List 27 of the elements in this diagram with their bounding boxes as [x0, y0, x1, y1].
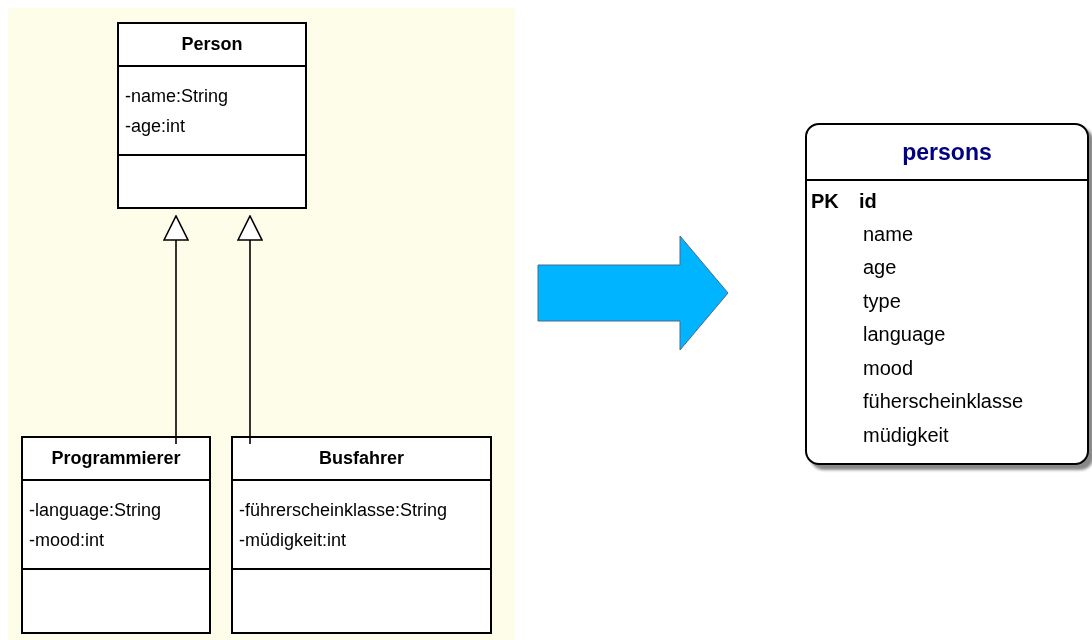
column-name: id: [859, 188, 877, 214]
class-box: [231, 436, 492, 634]
attribute-text: -language:String: [29, 498, 163, 522]
inheritance-arrow: [237, 215, 263, 445]
table-box: [805, 123, 1089, 465]
class-name: Busfahrer: [319, 447, 404, 470]
column-name: name: [863, 221, 914, 247]
block-arrow: [537, 235, 729, 351]
class-name: Person: [181, 33, 243, 56]
column-name: mood: [863, 355, 914, 381]
attribute-text: -führerscheinklasse:String: [239, 498, 449, 522]
inheritance-arrow: [163, 215, 189, 445]
diagram-panel: [8, 8, 515, 640]
column-name: füherscheinklasse: [863, 389, 1024, 415]
column-name: age: [863, 255, 897, 281]
attribute-text: -müdigkeit:int: [239, 528, 348, 552]
column-name: language: [863, 322, 946, 348]
class-box: [117, 22, 307, 209]
attribute-text: -age:int: [125, 114, 187, 138]
column-name: müdigkeit: [863, 422, 949, 448]
key-marker: PK: [810, 188, 840, 214]
attribute-text: -name:String: [125, 84, 230, 108]
table-name: persons: [902, 137, 992, 167]
column-name: type: [863, 288, 901, 314]
attribute-text: -mood:int: [29, 528, 106, 552]
class-name: Programmierer: [51, 447, 181, 470]
class-box: [21, 436, 211, 634]
